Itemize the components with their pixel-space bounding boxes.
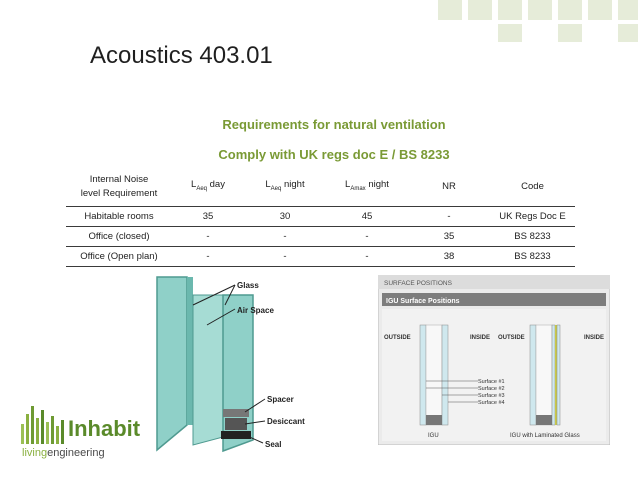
surface-label: Surface #2 bbox=[478, 386, 505, 392]
table-cell: - bbox=[172, 246, 244, 267]
table-cell: 30 bbox=[244, 206, 326, 227]
logo-tagline: livingengineering bbox=[22, 447, 105, 459]
label-spacer: Spacer bbox=[267, 395, 294, 404]
header-laeq-day: LAeq day bbox=[191, 179, 225, 192]
table-cell: Office (closed) bbox=[66, 226, 172, 247]
header-laeq-night: LAeq night bbox=[265, 179, 305, 192]
table-cell: Office (Open plan) bbox=[66, 246, 172, 267]
caption-igu-laminated: IGU with Laminated Glass bbox=[510, 433, 580, 439]
table-cell: - bbox=[326, 226, 408, 247]
table-cell: 35 bbox=[172, 206, 244, 227]
laminated-igu-unit bbox=[529, 324, 561, 426]
surface-label: Surface #3 bbox=[478, 393, 505, 399]
table-cell: Habitable rooms bbox=[66, 206, 172, 227]
igu-unit bbox=[419, 324, 449, 426]
label-inside-1: INSIDE bbox=[470, 335, 490, 341]
table-cell: 38 bbox=[408, 246, 490, 267]
table-cell: - bbox=[326, 246, 408, 267]
table-row: Office (Open plan) - - - 38 BS 8233 bbox=[66, 246, 575, 267]
label-inside-2: INSIDE bbox=[584, 335, 604, 341]
table-row: Habitable rooms 35 30 45 - UK Regs Doc E bbox=[66, 206, 575, 227]
air-space bbox=[192, 294, 224, 446]
table-cell: - bbox=[172, 226, 244, 247]
table-cell: - bbox=[244, 226, 326, 247]
label-outside-1: OUTSIDE bbox=[384, 335, 411, 341]
header-internal-noise: Internal Noise level Requirement bbox=[80, 174, 158, 199]
label-desiccant: Desiccant bbox=[267, 417, 305, 426]
table-cell: 45 bbox=[326, 206, 408, 227]
logo-name: Inhabit bbox=[68, 416, 141, 441]
figure-header: SURFACE POSITIONS bbox=[384, 280, 453, 287]
table-cell: - bbox=[408, 206, 490, 227]
label-air-space: Air Space bbox=[237, 306, 274, 315]
decorative-squares bbox=[438, 0, 638, 46]
table-row: Office (closed) - - - 35 BS 8233 bbox=[66, 226, 575, 247]
seal bbox=[221, 431, 251, 439]
header-nr: NR bbox=[442, 181, 456, 192]
surface-label: Surface #4 bbox=[478, 400, 505, 406]
subtitle-requirements: Requirements for natural ventilation bbox=[222, 117, 446, 132]
table-cell: 35 bbox=[408, 226, 490, 247]
subtitle-compliance: Comply with UK regs doc E / BS 8233 bbox=[218, 147, 450, 162]
label-outside-2: OUTSIDE bbox=[498, 335, 525, 341]
table-cell: BS 8233 bbox=[490, 226, 575, 247]
table-cell: BS 8233 bbox=[490, 246, 575, 267]
header-code: Code bbox=[521, 181, 544, 192]
desiccant bbox=[225, 418, 247, 430]
outer-glass-pane bbox=[156, 276, 188, 452]
header-lamax-night: LAmax night bbox=[345, 179, 389, 192]
figure-bar-title: IGU Surface Positions bbox=[386, 298, 460, 305]
caption-igu: IGU bbox=[428, 433, 439, 439]
label-seal: Seal bbox=[265, 440, 281, 449]
logo-bars-icon bbox=[21, 406, 64, 444]
spacer bbox=[223, 409, 249, 417]
igu-surface-positions-figure: SURFACE POSITIONS IGU Surface Positions … bbox=[378, 275, 610, 445]
table-header-row: Internal Noise level Requirement LAeq da… bbox=[66, 168, 575, 207]
table-cell: UK Regs Doc E bbox=[490, 206, 575, 227]
label-glass: Glass bbox=[237, 281, 259, 290]
surface-label: Surface #1 bbox=[478, 379, 505, 385]
table-cell: - bbox=[244, 246, 326, 267]
slide-title: Acoustics 403.01 bbox=[90, 42, 273, 69]
noise-requirements-table: Internal Noise level Requirement LAeq da… bbox=[66, 168, 575, 267]
outer-glass-edge bbox=[187, 277, 193, 425]
double-glazing-diagram: Glass Air Space Spacer Desiccant Seal bbox=[156, 276, 305, 453]
inhabit-logo: Inhabit livingengineering bbox=[20, 400, 140, 466]
